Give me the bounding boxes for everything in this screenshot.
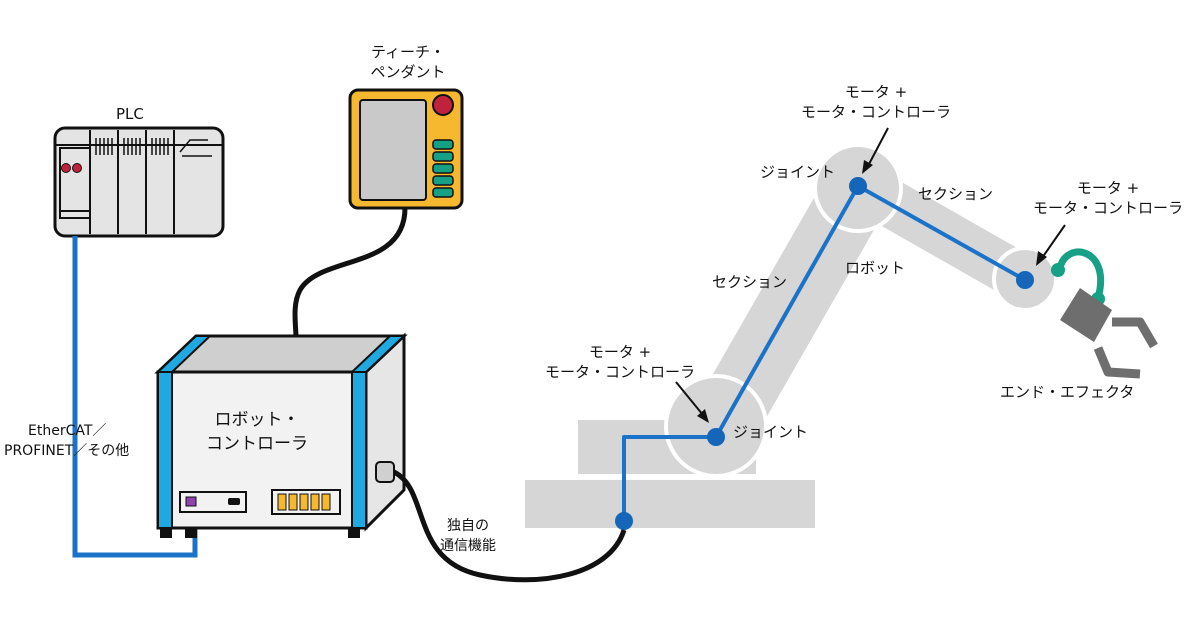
robot-controller-label: ロボット・ コントローラ (198, 408, 316, 456)
wrist-joint-node (1016, 271, 1034, 289)
motor-base-label-line2: モータ・コントローラ (544, 363, 695, 381)
section-lower-label: セクション (712, 273, 788, 291)
teach-pendant-label-line2: ペンダント (370, 63, 446, 81)
proprietary-comm-label-line2: 通信機能 (440, 538, 496, 554)
base-node (615, 512, 633, 530)
robot-label: ロボット (845, 259, 906, 277)
robot-arm (664, 143, 1058, 478)
proprietary-comm-label-line1: 独自の (447, 518, 489, 534)
motor-right-label-line1: モータ + (1076, 179, 1140, 197)
end-effector-label: エンド・エフェクタ (1000, 383, 1135, 401)
fieldbus-line (72, 236, 198, 558)
joint-base-label: ジョイント (733, 423, 809, 441)
robot-bus-line (615, 177, 1034, 530)
motor-right-label-line2: モータ・コントローラ (1032, 199, 1183, 217)
proprietary-cable (392, 469, 627, 583)
motor-right-label: モータ + モータ・コントローラ (1020, 178, 1196, 218)
teach-pendant-label-line1: ティーチ・ (370, 43, 446, 61)
pointer-arrows (675, 127, 1066, 423)
proprietary-comm-label: 独自の 通信機能 (428, 516, 508, 556)
fieldbus-label: EtherCAT／ PROFINET／その他 (4, 421, 129, 461)
teach-pendant-icon (348, 88, 464, 210)
motor-base-label: モータ + モータ・コントローラ (532, 342, 708, 382)
plc-label: PLC (116, 105, 144, 123)
motor-base-label-line1: モータ + (588, 343, 652, 361)
gripper-icon (1051, 248, 1158, 379)
fieldbus-label-line1: EtherCAT／ (28, 423, 107, 439)
section-upper-label: セクション (918, 185, 994, 203)
teach-pendant-label: ティーチ・ ペンダント (358, 42, 458, 82)
joint-top-label: ジョイント (760, 163, 836, 181)
pendant-cable (292, 207, 408, 339)
base-joint-node (707, 428, 725, 446)
plc-rack-icon (53, 126, 225, 238)
top-joint-node (849, 177, 867, 195)
motor-top-label-line1: モータ + (844, 83, 908, 101)
robot-controller-label-line2: コントローラ (206, 434, 308, 454)
motor-top-label: モータ + モータ・コントローラ (788, 82, 964, 122)
robot-controller-icon (154, 332, 408, 538)
motor-top-label-line2: モータ・コントローラ (800, 103, 951, 121)
fieldbus-label-line2: PROFINET／その他 (4, 443, 130, 459)
robot-controller-label-line1: ロボット・ (214, 410, 300, 430)
